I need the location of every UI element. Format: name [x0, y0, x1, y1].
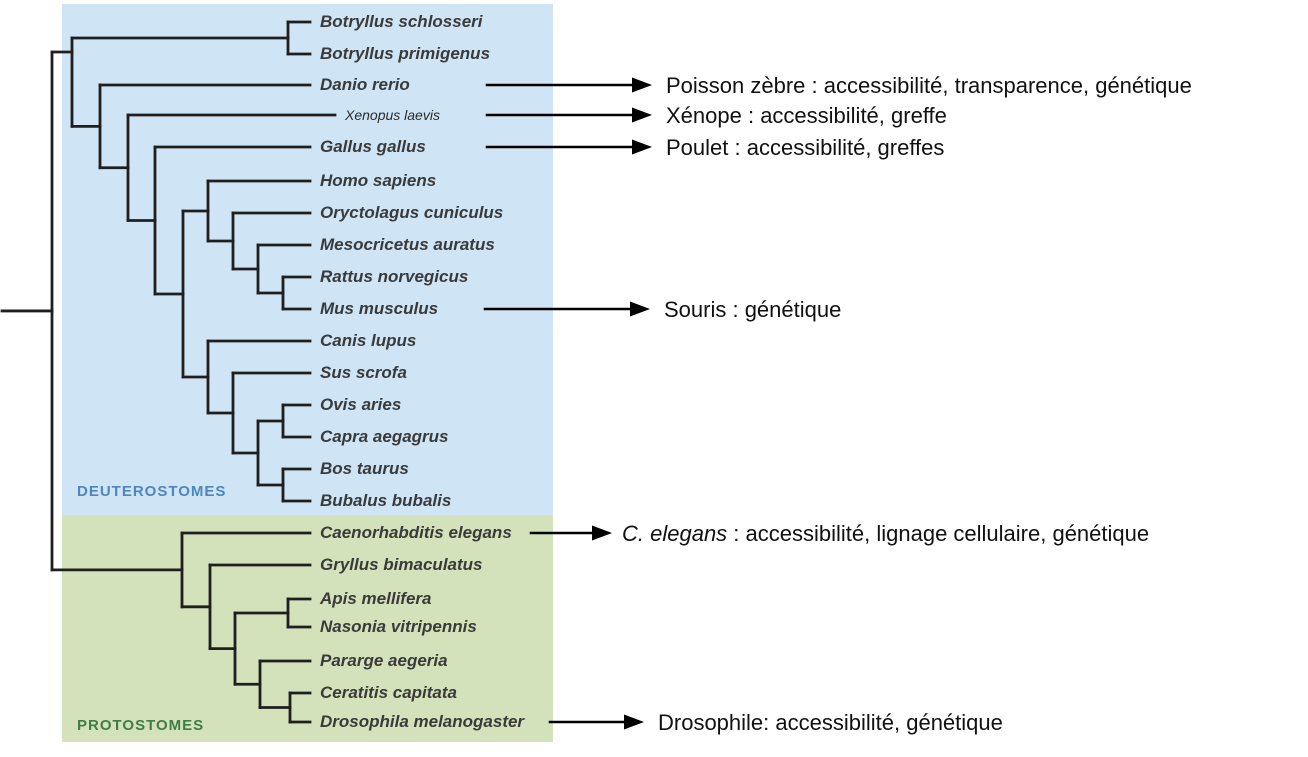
- species-label: Ceratitis capitata: [320, 683, 457, 702]
- annotation-lead-italic: C. elegans: [622, 521, 728, 546]
- annotation-text: Poulet : accessibilité, greffes: [666, 134, 944, 161]
- species-label: Sus scrofa: [320, 363, 407, 382]
- species-label: Gallus gallus: [320, 137, 426, 156]
- group-label-deuterostomes: DEUTEROSTOMES: [77, 483, 227, 500]
- annotation-body: Xénope : accessibilité, greffe: [666, 103, 947, 128]
- species-label: Capra aegagrus: [320, 427, 449, 446]
- species-label: Mesocricetus auratus: [320, 235, 495, 254]
- arrowhead-icon: [592, 525, 612, 541]
- group-boxes: [62, 4, 553, 742]
- species-label: Drosophila melanogaster: [320, 712, 525, 731]
- species-label: Ovis aries: [320, 395, 402, 414]
- species-label: Botryllus schlosseri: [320, 12, 483, 31]
- annotation-arrows: [483, 77, 652, 730]
- annotation-body: Souris : génétique: [664, 297, 842, 322]
- species-label: Gryllus bimaculatus: [320, 555, 483, 574]
- arrowhead-icon: [632, 107, 652, 123]
- annotation-text: Xénope : accessibilité, greffe: [666, 102, 947, 129]
- species-label: Homo sapiens: [320, 171, 437, 190]
- species-label: Danio rerio: [320, 75, 410, 94]
- species-label: Rattus norvegicus: [320, 267, 469, 286]
- arrowhead-icon: [632, 77, 652, 93]
- annotation-text: Poisson zèbre : accessibilité, transpare…: [666, 72, 1192, 99]
- annotation-body: Poisson zèbre : accessibilité, transpare…: [666, 73, 1192, 98]
- species-label: Nasonia vitripennis: [320, 617, 477, 636]
- species-label: Bos taurus: [320, 459, 409, 478]
- species-label: Bubalus bubalis: [320, 491, 452, 510]
- arrowhead-icon: [624, 714, 644, 730]
- annotation-body: Drosophile: accessibilité, génétique: [658, 710, 1003, 735]
- annotation-text: Drosophile: accessibilité, génétique: [658, 709, 1003, 736]
- species-label: Botryllus primigenus: [320, 44, 491, 63]
- species-label: Apis mellifera: [320, 589, 432, 608]
- phylo-tree-lines: [0, 20, 337, 724]
- species-label: Oryctolagus cuniculus: [320, 203, 504, 222]
- arrowhead-icon: [632, 139, 652, 155]
- species-label: Xenopus laevis: [345, 107, 440, 123]
- group-label-protostomes: PROTOSTOMES: [77, 717, 205, 734]
- species-label: Pararge aegeria: [320, 651, 448, 670]
- species-label: Canis lupus: [320, 331, 417, 350]
- annotation-text: Souris : génétique: [664, 296, 841, 323]
- annotation-body: : accessibilité, lignage cellulaire, gén…: [727, 521, 1150, 546]
- annotation-body: Poulet : accessibilité, greffes: [666, 135, 945, 160]
- arrowhead-icon: [630, 301, 650, 317]
- species-label: Mus musculus: [320, 299, 439, 318]
- species-label: Caenorhabditis elegans: [320, 523, 512, 542]
- group-box-protostomes: [62, 515, 553, 742]
- annotation-text: C. elegans : accessibilité, lignage cell…: [622, 520, 1149, 547]
- group-box-deuterostomes: [62, 4, 553, 515]
